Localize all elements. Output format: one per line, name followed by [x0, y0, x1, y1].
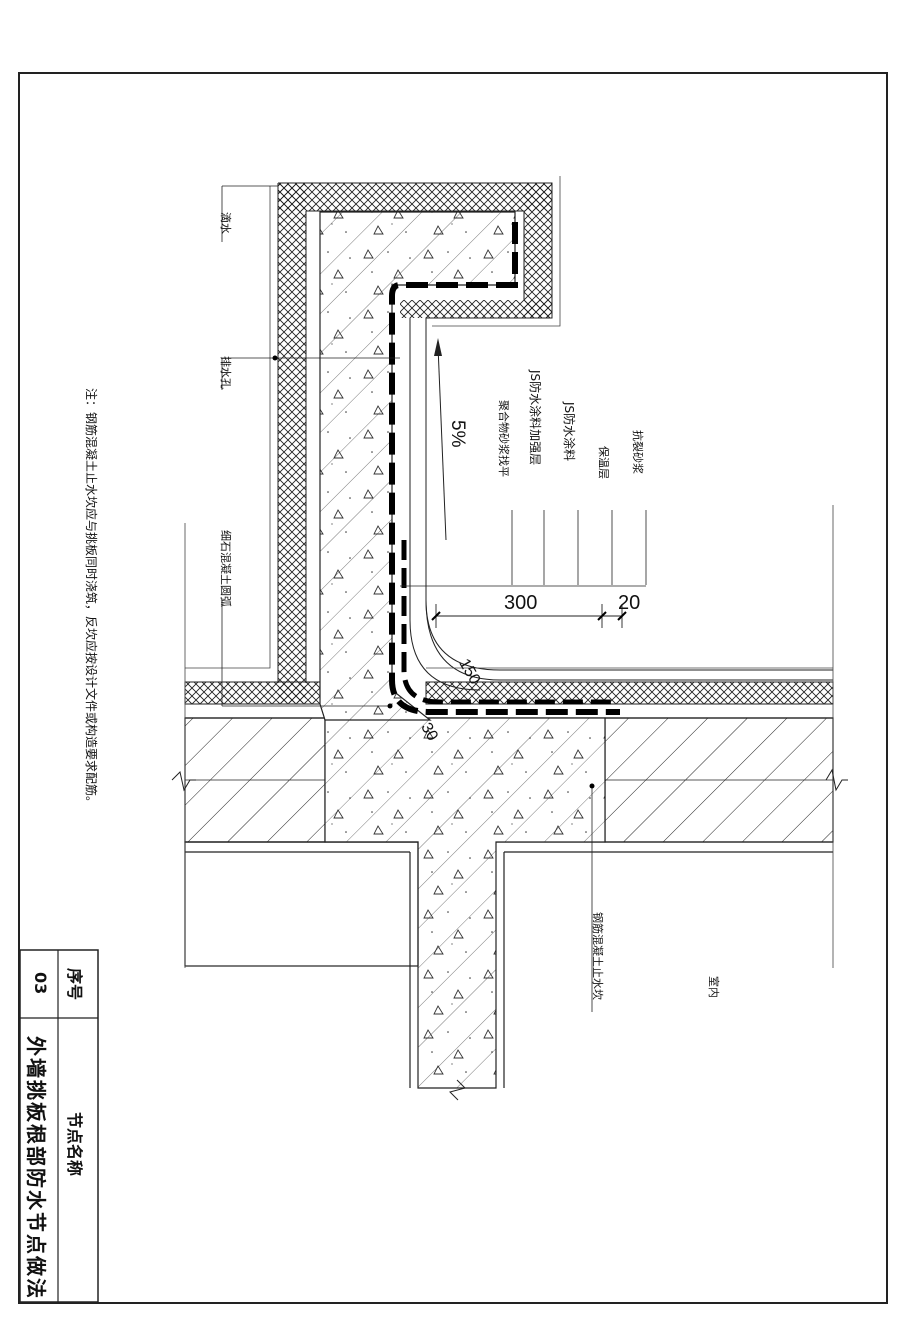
js-waterproof-line [389, 222, 620, 715]
title-name-value: 外墙挑板根部防水节点做法 [24, 1036, 48, 1300]
dim-300: 300 [504, 592, 538, 614]
leader-lines [221, 185, 647, 1012]
label-js-reinforcement: JS防水涂料加强层 [528, 370, 542, 466]
title-seq-header: 序号 [65, 968, 84, 1001]
label-js-coating: JS防水涂料 [562, 402, 576, 462]
title-seq-value: 03 [31, 972, 50, 995]
slope-label: 5% [447, 420, 468, 448]
slope-arrow [434, 338, 447, 541]
note-text: 注：钢筋混凝土止水坎应与挑板同时浇筑，反坎应按设计文件或构造要求配筋。 [84, 388, 98, 809]
insulation-layer [184, 182, 834, 705]
cantilever-board [319, 211, 516, 721]
label-polymer-mortar: 聚合物砂浆找平 [497, 400, 510, 477]
wall-below [184, 717, 833, 1089]
label-water-stop-curb: 钢筋混凝土止水坎 [591, 912, 604, 1000]
title-block [19, 949, 99, 1303]
break-marks [171, 768, 848, 1101]
dim-20: 20 [618, 592, 641, 614]
label-insulation: 保温层 [597, 446, 610, 479]
label-drip: 滴水 [219, 212, 232, 234]
label-anti-crack-mortar: 抗裂砂浆 [631, 430, 644, 474]
dimension-lines [431, 604, 627, 628]
label-indoor: 室内 [707, 976, 720, 998]
outer-lines [184, 176, 834, 968]
drawing-frame [18, 72, 888, 1304]
title-name-header: 节点名称 [65, 1112, 84, 1177]
label-drain-hole: 排水孔 [219, 356, 232, 389]
label-fine-stone-fillet: 细石混凝土圆弧 [219, 530, 232, 607]
